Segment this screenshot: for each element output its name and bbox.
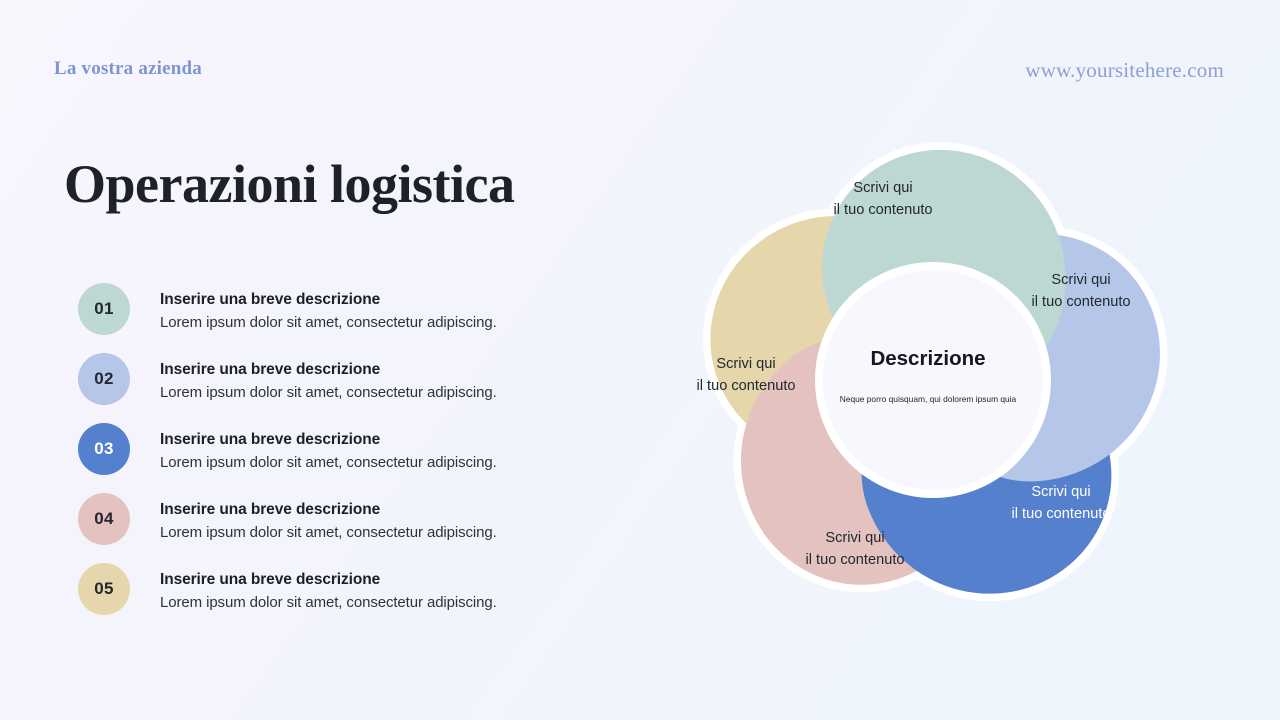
petal-light-blue-line2: il tuo contenuto	[1032, 294, 1131, 310]
petal-light-blue-label: Scrivi qui il tuo contenuto	[1032, 272, 1131, 310]
petal-dark-blue-line2: il tuo contenuto	[1012, 506, 1111, 522]
hub-circle	[823, 270, 1043, 490]
steps-list: 01 Inserire una breve descrizione Lorem …	[78, 283, 598, 633]
petal-yellow-line2: il tuo contenuto	[697, 378, 796, 394]
step-description: Lorem ipsum dolor sit amet, consectetur …	[160, 454, 497, 471]
list-item[interactable]: 04 Inserire una breve descrizione Lorem …	[78, 493, 598, 563]
step-title: Inserire una breve descrizione	[160, 361, 381, 378]
step-badge-03: 03	[78, 423, 130, 475]
list-item[interactable]: 01 Inserire una breve descrizione Lorem …	[78, 283, 598, 353]
step-text: Inserire una breve descrizione Lorem ips…	[160, 499, 590, 545]
petal-dark-blue-label: Scrivi qui il tuo contenuto	[1012, 484, 1111, 522]
list-item[interactable]: 03 Inserire una breve descrizione Lorem …	[78, 423, 598, 493]
step-text: Inserire una breve descrizione Lorem ips…	[160, 359, 590, 405]
petal-light-blue-line1: Scrivi qui	[1051, 272, 1110, 288]
step-number: 03	[94, 439, 114, 458]
petal-yellow-label: Scrivi qui il tuo contenuto	[697, 356, 796, 394]
step-text: Inserire una breve descrizione Lorem ips…	[160, 289, 590, 335]
step-title: Inserire una breve descrizione	[160, 291, 381, 308]
step-badge-05: 05	[78, 563, 130, 615]
company-name: La vostra azienda	[54, 58, 203, 79]
step-title: Inserire una breve descrizione	[160, 431, 381, 448]
pinwheel-diagram: Scrivi qui il tuo contenuto Scrivi qui i…	[655, 102, 1211, 658]
site-url: www.yoursitehere.com	[1025, 58, 1224, 82]
step-title: Inserire una breve descrizione	[160, 571, 381, 588]
step-title: Inserire una breve descrizione	[160, 501, 381, 518]
list-item[interactable]: 02 Inserire una breve descrizione Lorem …	[78, 353, 598, 423]
step-number: 04	[94, 509, 114, 528]
petal-green-line2: il tuo contenuto	[834, 202, 933, 218]
step-description: Lorem ipsum dolor sit amet, consectetur …	[160, 594, 497, 611]
petal-green-label: Scrivi qui il tuo contenuto	[834, 180, 933, 218]
petal-yellow-line1: Scrivi qui	[716, 356, 775, 372]
petal-pink-line1: Scrivi qui	[825, 530, 884, 546]
list-item[interactable]: 05 Inserire una breve descrizione Lorem …	[78, 563, 598, 633]
step-badge-01: 01	[78, 283, 130, 335]
step-badge-04: 04	[78, 493, 130, 545]
petal-pink-line2: il tuo contenuto	[806, 552, 905, 568]
petal-dark-blue-line1: Scrivi qui	[1031, 484, 1090, 500]
hub-title: Descrizione	[870, 347, 985, 370]
step-number: 02	[94, 369, 114, 388]
hub-subtitle: Neque porro quisquam, qui dolorem ipsum …	[840, 394, 1017, 404]
step-number: 05	[94, 579, 114, 598]
step-number: 01	[94, 299, 114, 318]
step-description: Lorem ipsum dolor sit amet, consectetur …	[160, 384, 497, 401]
petal-green-line1: Scrivi qui	[853, 180, 912, 196]
step-text: Inserire una breve descrizione Lorem ips…	[160, 429, 590, 475]
step-description: Lorem ipsum dolor sit amet, consectetur …	[160, 524, 497, 541]
step-text: Inserire una breve descrizione Lorem ips…	[160, 569, 590, 615]
page-title: Operazioni logistica	[64, 154, 515, 215]
petal-pink-label: Scrivi qui il tuo contenuto	[806, 530, 905, 568]
step-description: Lorem ipsum dolor sit amet, consectetur …	[160, 314, 497, 331]
step-badge-02: 02	[78, 353, 130, 405]
